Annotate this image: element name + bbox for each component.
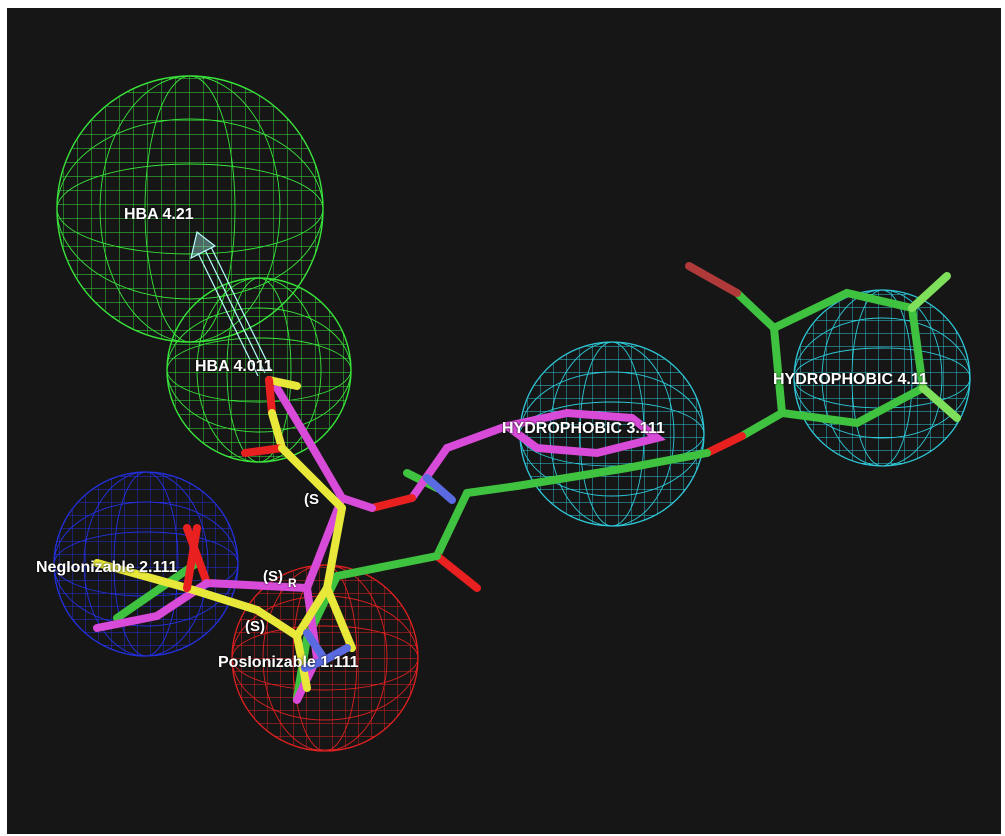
- ligand-green: [113, 262, 961, 702]
- stereo-label-r: R: [288, 576, 297, 590]
- hba-4-011-sphere: [166, 277, 352, 463]
- stereo-label-s-3: (S): [245, 618, 265, 635]
- negionizable-2-111-sphere: [53, 471, 239, 657]
- pharmacophore-scene: [53, 75, 971, 752]
- molecular-viewport[interactable]: HBA 4.21 HBA 4.011 HYDROPHOBIC 3.111 HYD…: [7, 8, 1001, 834]
- hba-4-21-sphere: [56, 75, 324, 343]
- stereo-label-s-1: (S: [304, 491, 319, 508]
- hba-4-21-label: HBA 4.21: [124, 206, 194, 223]
- posionizable-1-111-label: PosIonizable 1.111: [218, 654, 359, 671]
- hba-vector-arrow: [190, 230, 272, 377]
- hba-4-011-label: HBA 4.011: [195, 358, 273, 375]
- nitrogen-atoms: [301, 474, 456, 672]
- ligand-yellow: [93, 376, 356, 692]
- ligand-magenta: [93, 384, 666, 704]
- stereo-label-s-2: (S): [263, 568, 283, 585]
- negionizable-2-111-label: NegIonizable 2.111: [36, 559, 178, 576]
- hydrophobic-4-11-label: HYDROPHOBIC 4.11: [773, 371, 928, 388]
- hydrophobic-3-111-label: HYDROPHOBIC 3.111: [502, 420, 665, 437]
